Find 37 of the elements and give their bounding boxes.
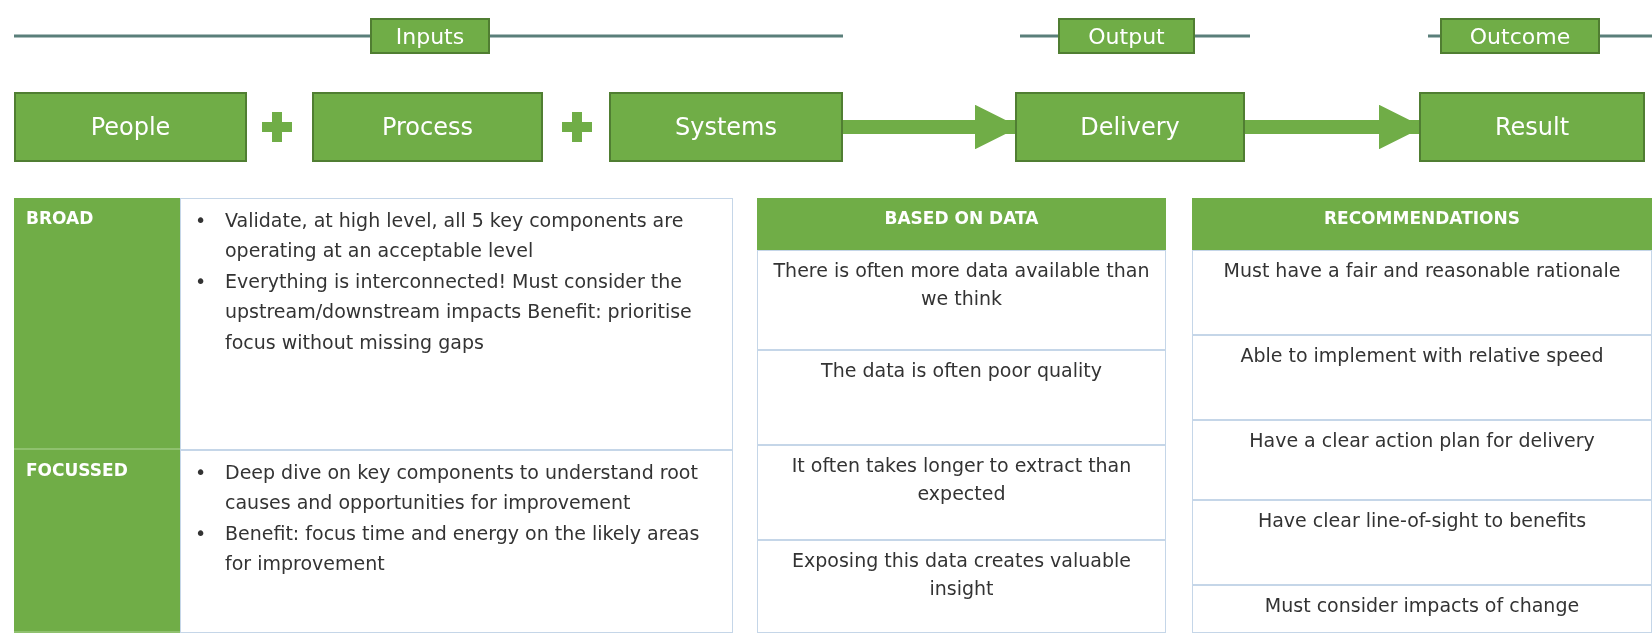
- bullet-mark: •: [195, 520, 208, 546]
- row-heading: FOCUSSED: [14, 450, 180, 633]
- node-text: Output: [1088, 23, 1165, 49]
- table-cell: Able to implement with relative speed: [1192, 335, 1652, 420]
- node-text: Delivery: [1080, 113, 1180, 141]
- table-cell: It often takes longer to extract than expected: [757, 445, 1166, 540]
- process-box: [1419, 92, 1645, 162]
- column-header: BASED ON DATA: [757, 198, 1166, 250]
- bullet-text: Everything is interconnected! Must consider the upstream/downstream impacts Benefit: prioritise focus without missing gaps: [225, 268, 693, 355]
- table-cell: Have a clear action plan for delivery: [1192, 420, 1652, 500]
- table-cell: Exposing this data creates valuable insight: [757, 540, 1166, 633]
- table-cell: Must have a fair and reasonable rationale: [1192, 250, 1652, 335]
- node-text: Result: [1494, 113, 1570, 141]
- node-text: Outcome: [1469, 23, 1571, 49]
- table-cell: Have clear line-of-sight to benefits: [1192, 500, 1652, 585]
- bullet-text: Benefit: focus time and energy on the likely areas for improvement: [225, 520, 701, 577]
- heading-box: [1058, 18, 1195, 54]
- node-text: Inputs: [395, 23, 465, 49]
- heading-box: [370, 18, 490, 54]
- process-box: [609, 92, 843, 162]
- process-box: [14, 92, 247, 162]
- node-text: Systems: [675, 113, 777, 141]
- row-heading: BROAD: [14, 198, 180, 450]
- bullet-text: Validate, at high level, all 5 key components are operating at an acceptable level: [225, 208, 685, 264]
- bullet-text: Deep dive on key components to understand root causes and opportunities for improvement: [225, 460, 699, 516]
- heading-box: [1440, 18, 1600, 54]
- node-text: People: [90, 113, 171, 141]
- bullet-mark: •: [195, 460, 208, 485]
- table-cell: The data is often poor quality: [757, 350, 1166, 445]
- node-text: Process: [381, 113, 473, 141]
- column-header: RECOMMENDATIONS: [1192, 198, 1652, 250]
- process-box: [312, 92, 543, 162]
- process-box: [1015, 92, 1245, 162]
- table-cell: There is often more data available than we think: [757, 250, 1166, 350]
- table-cell: Must consider impacts of change: [1192, 585, 1652, 633]
- bullet-mark: •: [195, 268, 208, 294]
- bullet-mark: •: [195, 208, 208, 233]
